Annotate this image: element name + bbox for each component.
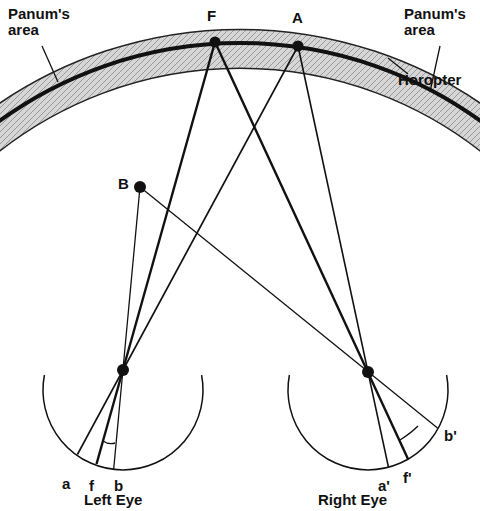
region-label: Panum's area [404, 6, 476, 38]
point-marker [134, 181, 146, 193]
fixation-point [210, 37, 221, 48]
angle-mark [400, 426, 418, 440]
left-eye-outline [43, 375, 203, 470]
eye-label: Right Eye [318, 492, 387, 508]
leader-line [42, 46, 58, 82]
visual-rays [77, 42, 437, 469]
point-label: B [118, 176, 129, 192]
retina-label: b' [444, 428, 457, 444]
horopter-arc [0, 43, 480, 128]
point-label: F [207, 8, 216, 24]
nodal-point [117, 364, 129, 376]
eye-label: Left Eye [84, 492, 142, 508]
retina-label: a [62, 476, 70, 492]
line-label: Horopter [398, 72, 461, 88]
right-eye-outline [288, 375, 448, 470]
nodal-point [362, 366, 374, 378]
point-marker [293, 41, 304, 52]
angle-mark [103, 441, 115, 444]
region-label: Panum's area [8, 6, 80, 38]
point-label: A [292, 10, 303, 26]
retina-label: f' [403, 470, 412, 486]
